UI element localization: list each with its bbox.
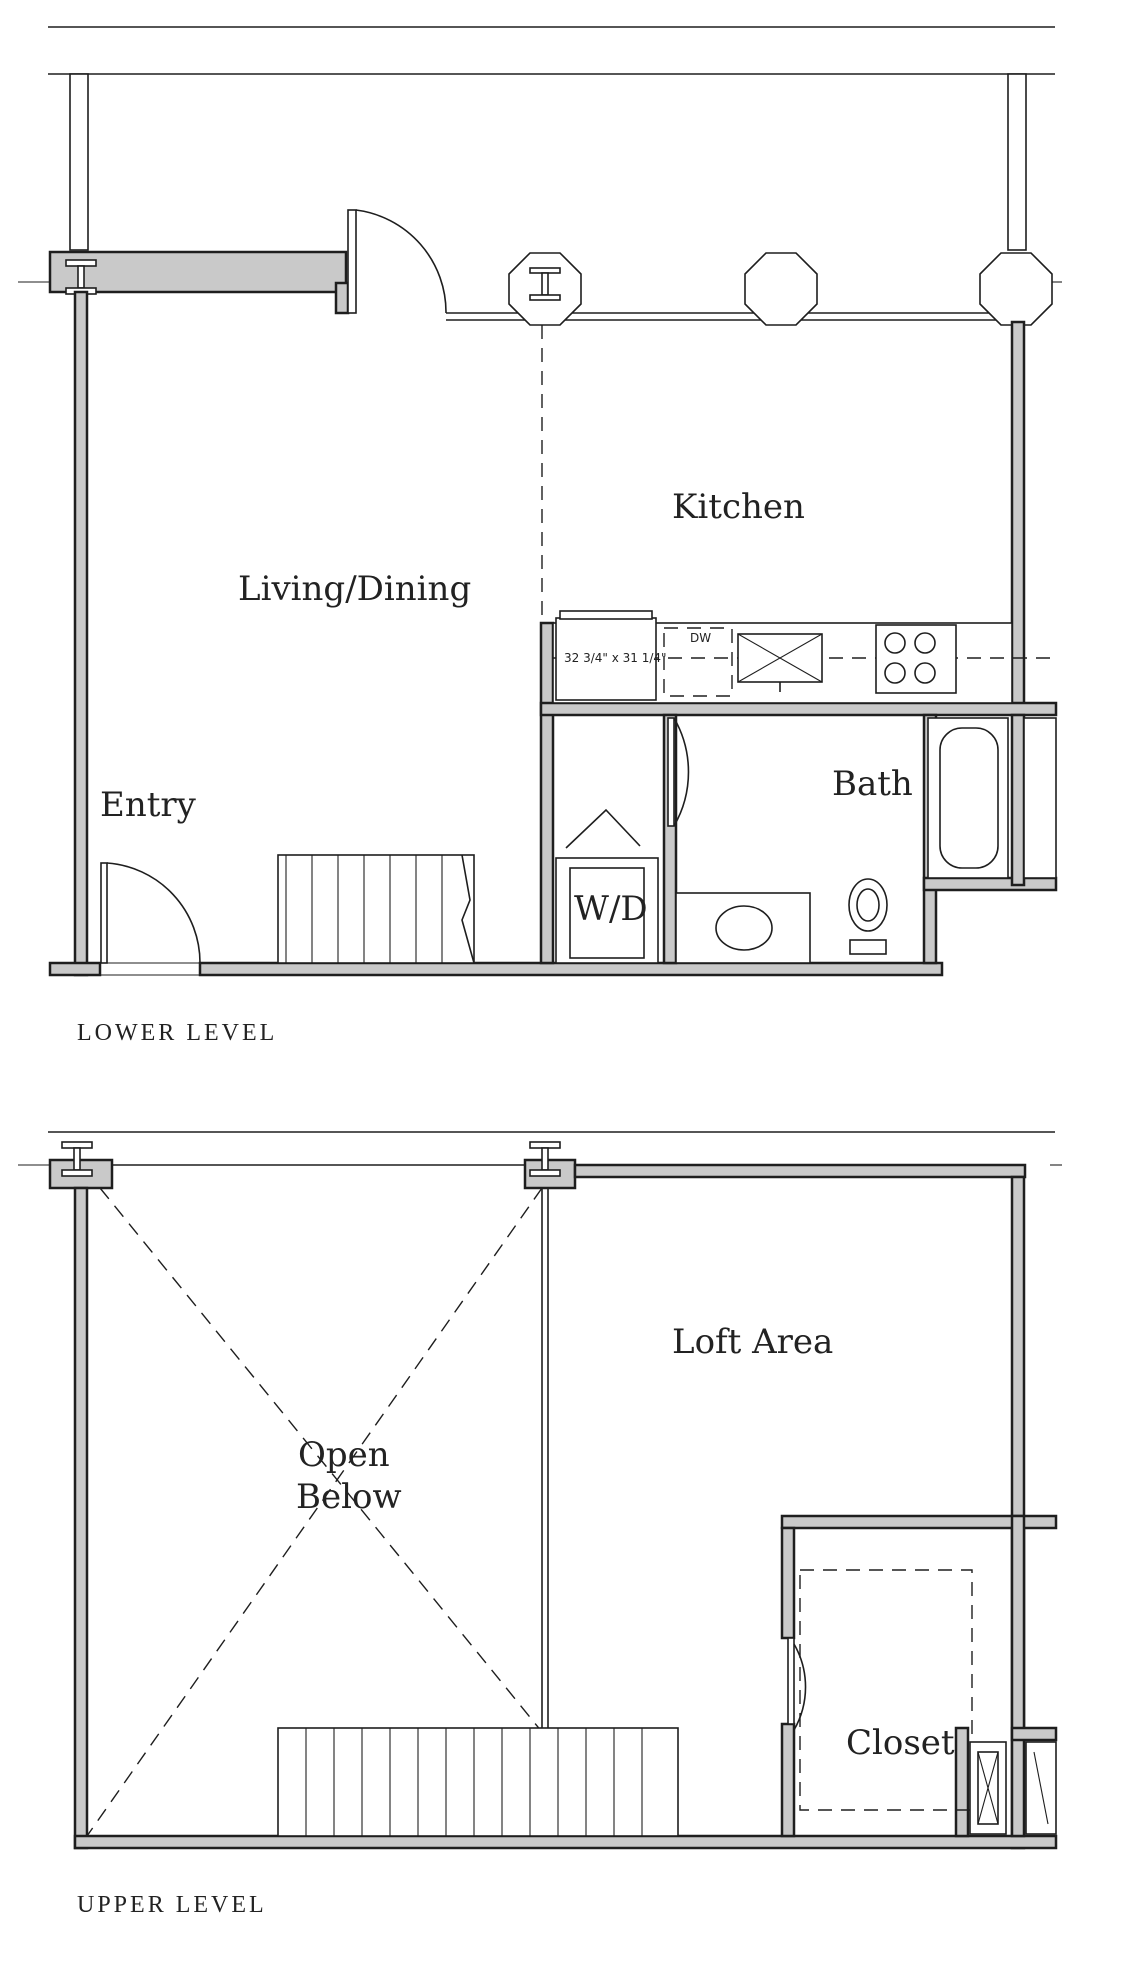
laundry-label: W/D <box>574 889 648 929</box>
bath-label: Bath <box>832 764 913 804</box>
entry-door <box>100 862 201 964</box>
octagon-column-3 <box>979 252 1053 326</box>
left-exterior-wall <box>73 290 89 977</box>
upper-steel-column-middle <box>529 1141 561 1177</box>
bath-door <box>667 717 690 827</box>
kitchen-bath-walls <box>539 621 1058 965</box>
loft-area-label: Loft Area <box>672 1322 833 1362</box>
mechanical-chase <box>969 1741 1057 1835</box>
dishwasher-text: DW <box>690 631 711 645</box>
closet-shelf <box>799 1569 973 1811</box>
cooktop <box>875 624 957 694</box>
right-exterior-wall <box>1010 320 1026 706</box>
lower-level-title: LOWER LEVEL <box>77 1020 277 1046</box>
upper-left-wall <box>73 1186 89 1850</box>
lower-stairs <box>277 854 475 964</box>
kitchen-label: Kitchen <box>672 487 805 527</box>
bathtub-adjacent <box>1023 717 1057 879</box>
upper-stairs <box>277 1727 679 1837</box>
open-below-label-line1: Open <box>298 1435 390 1475</box>
closet-door <box>787 1637 807 1731</box>
upper-rear-wall <box>73 1834 1058 1850</box>
upper-level-plan: Loft Area Open Below Closet UPPER LEVEL <box>18 1131 1062 1918</box>
dishwasher: DW <box>663 627 733 697</box>
laundry-closet <box>555 808 659 964</box>
balcony-outline <box>18 26 1062 283</box>
bath-vanity <box>675 892 811 964</box>
open-below-label-line2: Below <box>296 1477 402 1517</box>
refrigerator: 32 3/4" x 31 1/4" <box>555 610 667 701</box>
toilet <box>848 878 888 955</box>
upper-steel-column-left <box>61 1141 93 1177</box>
entry-label: Entry <box>100 785 197 825</box>
lower-level-plan: 32 3/4" x 31 1/4" DW <box>18 26 1062 1046</box>
open-below-x <box>86 1187 543 1837</box>
upper-level-title: UPPER LEVEL <box>77 1892 267 1918</box>
rear-wall <box>48 961 944 977</box>
bathtub <box>927 717 1009 879</box>
octagon-column-1 <box>508 252 582 326</box>
octagon-column-2 <box>744 252 818 326</box>
closet-label: Closet <box>846 1723 955 1763</box>
kitchen-sink <box>737 633 823 692</box>
closet-walls <box>780 1514 1058 1838</box>
living-dining-label: Living/Dining <box>238 569 471 609</box>
fridge-dimensions-text: 32 3/4" x 31 1/4" <box>564 651 667 665</box>
upper-front-wall <box>48 1158 1027 1190</box>
balcony-door <box>347 209 447 314</box>
